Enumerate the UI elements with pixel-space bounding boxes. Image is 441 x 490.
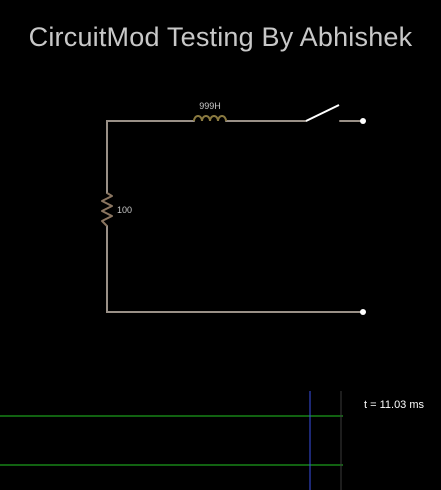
resistor-zigzag bbox=[101, 192, 113, 227]
wire-top-left bbox=[106, 120, 195, 194]
resistor-label: 100 bbox=[117, 205, 132, 215]
inductor-coil bbox=[193, 115, 227, 122]
resistor[interactable]: 100 bbox=[101, 192, 132, 227]
inductor-label: 999H bbox=[199, 101, 221, 111]
terminal-top[interactable] bbox=[360, 118, 366, 124]
scope[interactable]: t = 11.03 ms bbox=[0, 391, 425, 490]
terminal-bottom[interactable] bbox=[360, 309, 366, 315]
switch[interactable] bbox=[305, 104, 340, 122]
wire-bottom bbox=[106, 225, 363, 313]
page-title: CircuitMod Testing By Abhishek bbox=[28, 22, 413, 52]
scope-time-label: t = 11.03 ms bbox=[364, 399, 425, 411]
circuit bbox=[106, 120, 363, 313]
switch-lever bbox=[305, 104, 340, 122]
inductor[interactable]: 999H bbox=[193, 101, 227, 122]
